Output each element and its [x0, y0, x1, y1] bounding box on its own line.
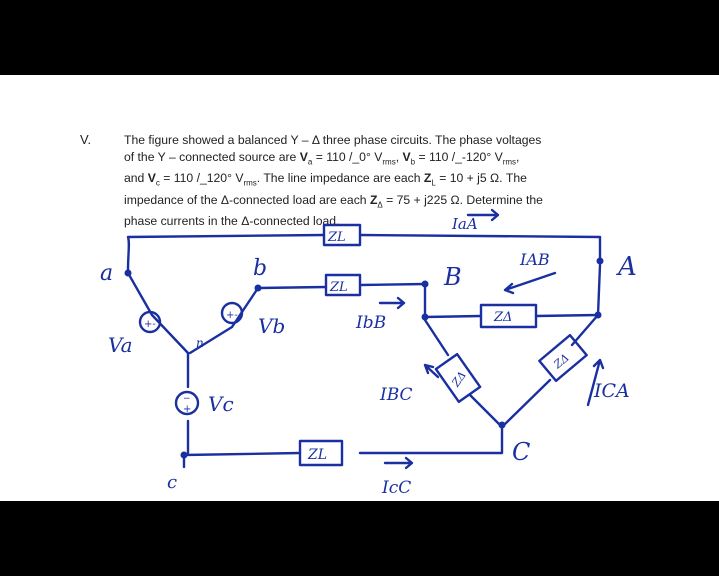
label-ibb: IbB — [355, 313, 386, 333]
zl-bot-box — [298, 439, 344, 467]
label-zl-top: ZL — [327, 230, 346, 245]
zl-mid-box — [324, 273, 362, 297]
question-line-3: and Vc = 110 /_120° Vrms. The line imped… — [124, 171, 527, 188]
label-b: b — [253, 256, 267, 281]
node-C — [498, 421, 506, 429]
source-vb-circle — [220, 301, 244, 325]
wire-bB — [256, 282, 427, 290]
wire-aA — [126, 233, 602, 273]
node-c — [180, 451, 188, 459]
node-bc — [421, 313, 429, 321]
vc-source-minus: − — [183, 394, 191, 404]
label-zl-bot: ZL — [307, 447, 327, 463]
worksheet-page: V. The figure showed a balanced Y – Δ th… — [0, 75, 719, 501]
label-iaa: IaA — [451, 215, 478, 233]
arrow-icc — [383, 456, 414, 470]
label-va: Va — [108, 333, 133, 357]
arrow-iaa — [466, 208, 500, 222]
label-vb: Vb — [258, 314, 285, 338]
zd-ab-box — [479, 303, 538, 329]
label-zl-mid: ZL — [329, 280, 348, 295]
label-zd-bc: ZΔ — [449, 369, 469, 390]
source-va-circle — [138, 310, 162, 334]
zd-bc-box — [434, 352, 482, 404]
node-b — [254, 284, 262, 292]
label-zd-ab: ZΔ — [493, 310, 512, 325]
label-n: n — [196, 336, 204, 350]
arrow-ibb — [378, 296, 406, 310]
label-iab: IAB — [519, 250, 550, 269]
label-A: A — [616, 252, 637, 282]
question-line-2: of the Y – connected source are Va = 110… — [124, 150, 520, 167]
zl-top-box — [322, 223, 362, 247]
question-line-4: impedance of the Δ-connected load are ea… — [124, 192, 543, 210]
source-branch-b — [188, 286, 260, 355]
question-text: The figure showed a balanced Y – Δ three… — [124, 132, 644, 230]
question-number: V. — [80, 132, 92, 147]
label-zd-ca: ZΔ — [551, 351, 572, 372]
label-ica: ICA — [593, 380, 630, 402]
wire-CA — [502, 313, 600, 427]
label-c: c — [167, 472, 177, 493]
label-a: a — [100, 261, 113, 286]
question-line-5: phase currents in the Δ-connected load. — [124, 214, 340, 229]
source-branch-a — [126, 271, 190, 355]
label-icc: IcC — [381, 478, 411, 498]
node-B — [421, 280, 429, 288]
va-source-polarity: +- — [144, 319, 156, 330]
source-vc-circle — [174, 390, 200, 416]
label-C: C — [512, 438, 530, 466]
node-a — [124, 269, 132, 277]
node-ab — [594, 311, 602, 319]
zd-ca-box — [538, 333, 588, 383]
arrow-ica — [586, 358, 605, 407]
circuit-diagram: a b c n A B C Va Vb Vc ZL ZL ZL ZΔ ZΔ ZΔ… — [100, 208, 637, 498]
question-line-1: The figure showed a balanced Y – Δ three… — [124, 133, 542, 147]
label-vc: Vc — [208, 392, 234, 416]
arrow-ibc — [423, 363, 440, 379]
label-B: B — [443, 263, 462, 291]
vb-source-polarity: +- — [226, 310, 238, 321]
vc-source-plus: + — [183, 404, 191, 415]
node-A — [596, 257, 604, 265]
wire-BC — [423, 318, 502, 427]
arrow-iab — [503, 271, 557, 295]
label-ibc: IBC — [379, 385, 413, 405]
